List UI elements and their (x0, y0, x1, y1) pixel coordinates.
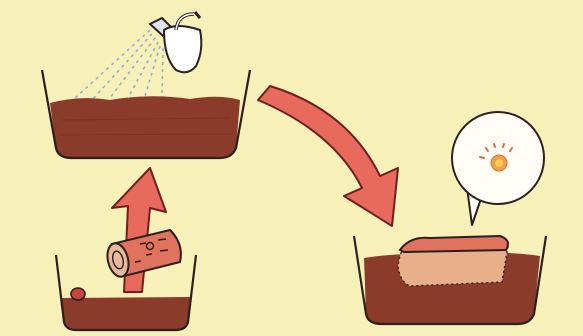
top-left-soil (50, 96, 240, 158)
bottom-left-soil (62, 297, 190, 330)
water-spray (74, 29, 164, 101)
right-container (352, 234, 548, 326)
bottom-left-container (54, 254, 198, 332)
top-left-soil-texture (59, 117, 233, 136)
curved-arrow (257, 85, 399, 227)
egg-callout-icon (451, 111, 545, 226)
top-left-container (40, 69, 252, 160)
top-left-container-outline (40, 69, 252, 160)
egg-inner (495, 159, 503, 167)
bottom-left-container-outline (54, 254, 198, 332)
wood-log-icon (106, 228, 182, 278)
watering-can-icon (149, 11, 203, 74)
buried-log (397, 234, 509, 287)
egg-glow (479, 143, 513, 159)
right-container-outline (352, 235, 548, 326)
seed-icon (70, 287, 86, 301)
